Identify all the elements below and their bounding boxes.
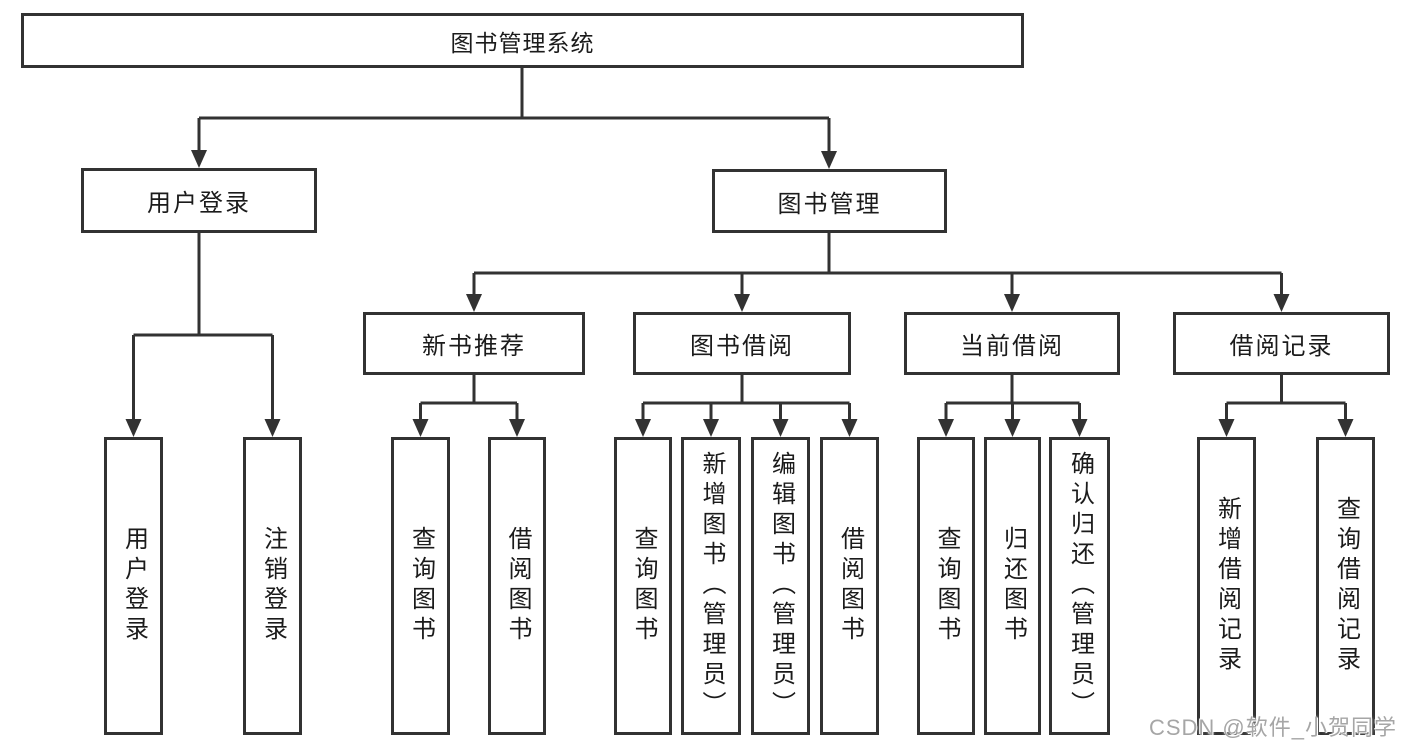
- node-book-management: 图书管理: [712, 169, 947, 233]
- node-new-book-recommend: 新书推荐: [363, 312, 585, 375]
- csdn-watermark: CSDN @软件_小贺同学: [1148, 715, 1397, 740]
- node-borrow-records: 借阅记录: [1173, 312, 1390, 375]
- arrowheads: [125, 150, 1354, 437]
- leaf-user-login: 用户登录: [104, 437, 163, 735]
- node-user-login: 用户登录: [81, 168, 317, 233]
- leaf-return-books: 归还图书: [984, 437, 1041, 735]
- leaf-add-books-admin: 新增图书（管理员）: [681, 437, 741, 735]
- leaf-confirm-return-admin: 确认归还（管理员）: [1049, 437, 1110, 735]
- leaf-borrow-books-recommend: 借阅图书: [488, 437, 546, 735]
- node-root: 图书管理系统: [21, 13, 1024, 68]
- leaf-borrow-books: 借阅图书: [820, 437, 879, 735]
- node-current-borrow: 当前借阅: [904, 312, 1120, 375]
- leaf-edit-books-admin: 编辑图书（管理员）: [751, 437, 810, 735]
- leaf-query-books-borrow: 查询图书: [614, 437, 672, 735]
- leaf-query-books-current: 查询图书: [917, 437, 975, 735]
- leaf-query-borrow-record: 查询借阅记录: [1316, 437, 1375, 735]
- edge-lines: [132, 68, 1347, 421]
- leaf-query-books-recommend: 查询图书: [391, 437, 450, 735]
- node-book-borrow: 图书借阅: [633, 312, 851, 375]
- leaf-add-borrow-record: 新增借阅记录: [1197, 437, 1256, 735]
- leaf-logout: 注销登录: [243, 437, 302, 735]
